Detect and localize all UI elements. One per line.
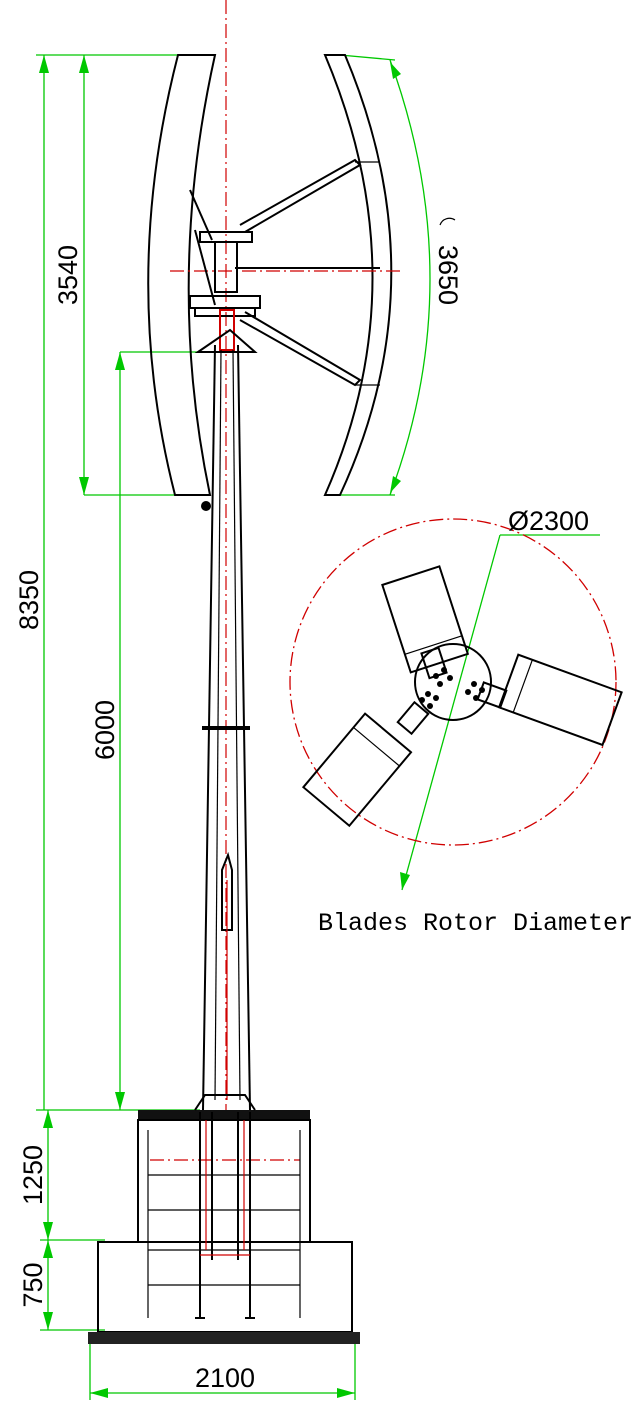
rotor-caption: Blades Rotor Diameter — [318, 909, 633, 938]
foundation — [88, 1094, 360, 1344]
dim-total-height: 8350 — [14, 570, 44, 630]
dim-blade-arc: 3650 — [433, 245, 463, 305]
dim-rotor-diameter: Ø2300 — [508, 506, 589, 536]
rotor-top-view — [289, 518, 623, 846]
left-blade — [147, 54, 217, 496]
tower — [202, 344, 251, 1111]
dim-hub-height: 6000 — [90, 700, 120, 760]
dim-blade-height: 3540 — [53, 245, 83, 305]
dim-foundation-width: 2100 — [195, 1363, 255, 1393]
blade-end-dot — [201, 501, 211, 511]
dim-foundation-lower: 750 — [18, 1262, 48, 1307]
dim-foundation-upper: 1250 — [18, 1145, 48, 1205]
dimension-lines — [36, 54, 600, 1400]
right-blade — [323, 54, 393, 496]
blade-struts — [170, 158, 400, 387]
